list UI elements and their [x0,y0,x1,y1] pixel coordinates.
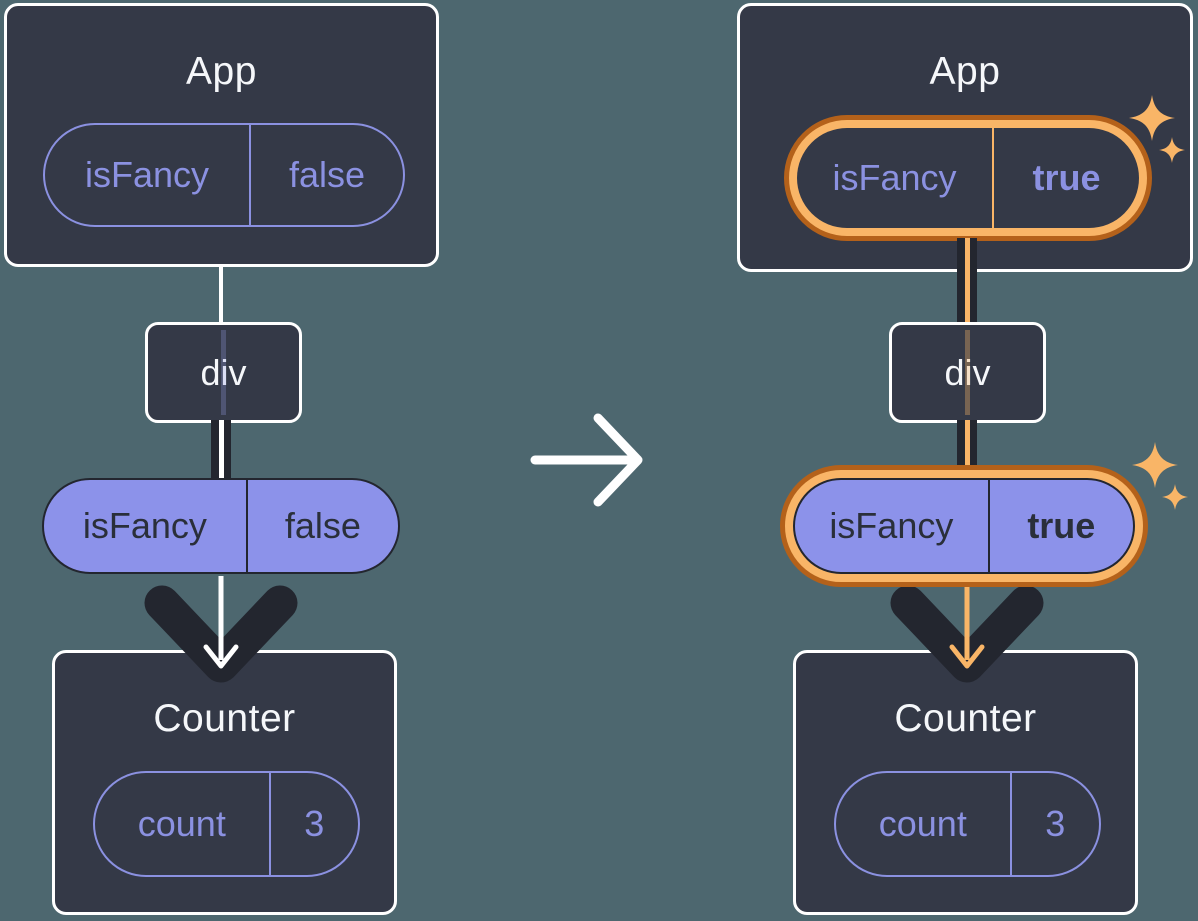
state-pill-count-after: count 3 [834,771,1101,877]
pill-value: true [991,128,1139,228]
prop-arrow-shaft-app-div [957,238,977,324]
pill-key: isFancy [85,154,210,195]
pill-value: true [987,480,1133,572]
prop-arrow-shaft-before [211,420,231,481]
pill-key: isFancy [829,505,954,546]
state-flow-vein [965,330,970,415]
app-panel-after: App isFancy true [737,3,1193,272]
state-pill-isfancy-before: isFancy false [43,123,405,227]
counter-panel-after: Counter count 3 [793,650,1138,915]
div-node-before: div [145,322,302,423]
pill-value: 3 [1009,773,1099,875]
pill-key: count [137,803,226,844]
pill-value: false [245,480,398,572]
state-pill-count-before: count 3 [93,771,360,877]
app-title: App [186,50,257,93]
pill-value: 3 [268,773,358,875]
sparkles-icon [1132,442,1188,510]
pill-key: isFancy [82,505,207,546]
transition-arrow-icon [530,413,643,507]
arrow-core [964,238,970,324]
prop-pill-isfancy-after-highlight: isFancy true [780,465,1148,587]
prop-arrow-head-icon [144,576,298,683]
arrow-core [964,420,970,481]
state-flow-vein [221,330,226,415]
counter-title: Counter [894,697,1037,740]
pill-key: isFancy [832,157,957,198]
counter-title: Counter [153,697,296,740]
prop-pill-isfancy-before: isFancy false [42,478,400,574]
app-panel-before: App isFancy false [4,3,439,267]
app-title: App [929,50,1001,93]
pill-value: false [249,125,403,225]
state-pill-isfancy-after-highlight: isFancy true [784,115,1152,241]
sparkles-icon [1129,95,1185,163]
div-node-after: div [889,322,1046,423]
div-label: div [200,351,247,393]
prop-arrow-head-icon [890,576,1044,683]
pill-key: count [878,803,967,844]
counter-panel-before: Counter count 3 [52,650,397,915]
tree-edge-app-div [219,264,223,324]
arrow-core [218,420,224,481]
div-label: div [944,351,991,393]
